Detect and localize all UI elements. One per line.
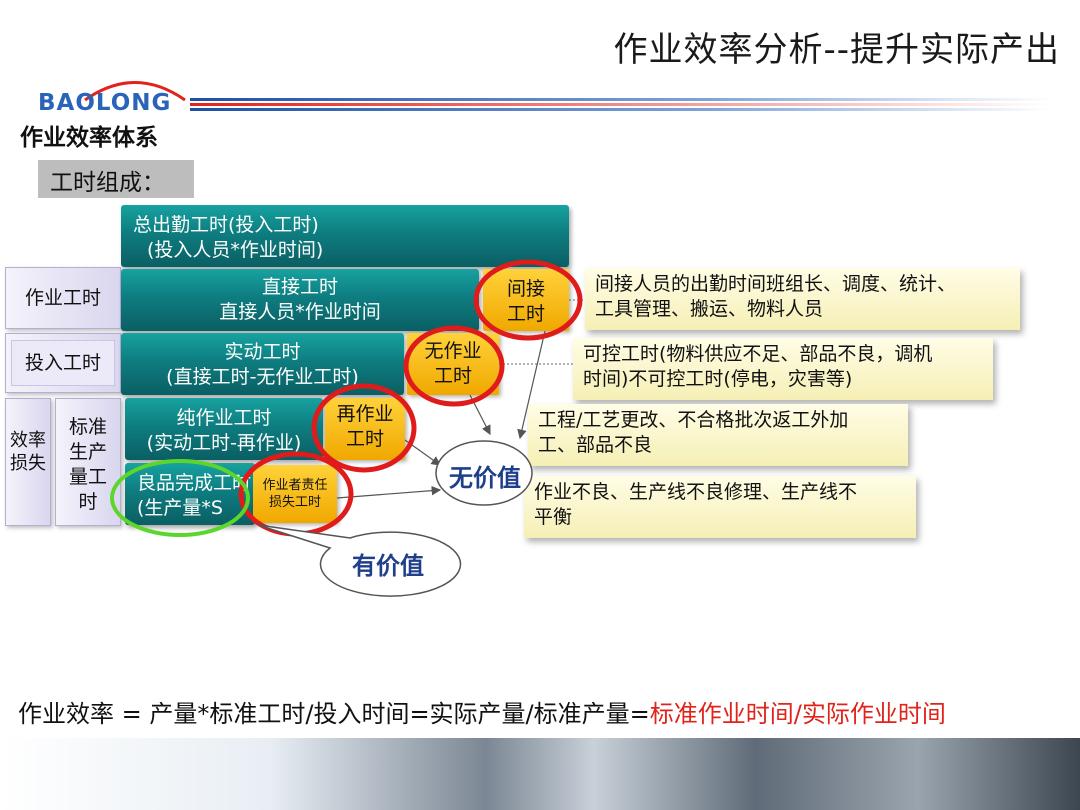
logo-swoosh: [84, 81, 186, 102]
arrow-no-work-to-no-value: [469, 394, 491, 436]
arrow-operator-to-no-value: [336, 485, 442, 499]
label-input-hours: 投入工时: [5, 333, 121, 393]
formula-highlight: 标准作业时间/实际作业时间: [649, 700, 946, 728]
block-no-work-hours: 无作业 工时: [407, 333, 499, 395]
block-indirect-hours: 间接 工时: [483, 269, 569, 331]
label-efficiency-loss: 效率损失: [5, 398, 51, 526]
note-operator: 作业不良、生产线不良修理、生产线不 平衡: [524, 476, 916, 538]
block-actual-hours: 实动工时 (直接工时-无作业工时): [121, 333, 404, 395]
block-rework-hours: 再作业 工时: [325, 398, 405, 460]
note-no-work: 可控工时(物料供应不足、部品不良，调机 时间)不可控工时(停电，灾害等): [573, 338, 993, 400]
has-value-label: 有价值: [352, 552, 424, 580]
company-logo: BAOLONG: [38, 90, 172, 116]
block-pure-work-hours: 纯作业工时 (实动工时-再作业): [125, 398, 323, 460]
arrow-rework-to-no-value: [404, 439, 441, 466]
page-title: 作业效率分析--提升实际产出: [613, 30, 1060, 70]
section-title: 作业效率体系: [20, 125, 158, 151]
efficiency-formula: 作业效率 = 产量*标准工时/投入时间=实际产量/标准产量=标准作业时间/实际作…: [18, 700, 946, 728]
note-rework: 工程/工艺更改、不合格批次返工外加 工、部品不良: [528, 404, 908, 466]
label-standard-output-hours: 标准生产量工时: [55, 398, 121, 526]
note-indirect: 间接人员的出勤时间班组长、调度、统计、 工具管理、搬运、物料人员: [585, 268, 1020, 330]
block-good-product-hours: 良品完成工时 (生产量*S: [125, 463, 255, 525]
subtitle-label: 工时组成：: [38, 160, 194, 198]
header-divider: [190, 98, 1050, 111]
block-direct-hours: 直接工时 直接人员*作业时间: [121, 269, 479, 331]
footer-image-strip: [0, 738, 1080, 810]
no-value-label: 无价值: [449, 464, 521, 492]
block-total-attendance-hours: 总出勤工时(投入工时) (投入人员*作业时间): [121, 205, 569, 267]
label-work-hours: 作业工时: [5, 267, 121, 329]
block-operator-loss-hours: 作业者责任 损失工时: [253, 465, 337, 523]
